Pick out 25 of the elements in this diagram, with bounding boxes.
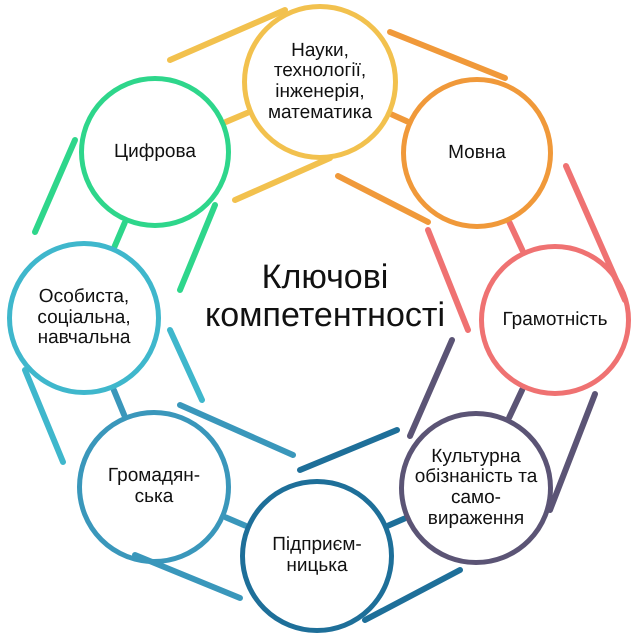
circle-node: [401, 77, 553, 229]
circle-node: [77, 410, 231, 564]
node-label: Громадян- ська: [106, 466, 202, 508]
circle-node: [79, 76, 231, 228]
connector-dash: [222, 514, 248, 529]
center-title: Ключові компетентності: [204, 258, 446, 334]
node-label: Особиста, соціальна, навчальна: [36, 287, 132, 349]
connector-dash: [386, 516, 408, 528]
node-label: Грамотність: [501, 310, 609, 330]
node-label: Цифрова: [113, 142, 197, 162]
connector-dash: [506, 386, 526, 420]
node-label: Культурна обізнаність та само- вираження: [414, 446, 538, 530]
connector-dash: [110, 387, 128, 418]
connector-dash: [388, 112, 410, 124]
circle-node: [399, 411, 553, 565]
node-label: Мовна: [447, 142, 507, 164]
circle-node: [479, 244, 631, 396]
node-label: Науки, технології, інженерія, математика: [266, 40, 374, 124]
node-label: Підприєм- ницька: [271, 535, 363, 577]
circle-node: [242, 4, 398, 160]
circle-node: [7, 241, 161, 395]
connector-dash: [222, 110, 250, 125]
circle-node: [240, 479, 394, 633]
connector-dash: [112, 220, 128, 250]
connector-dash: [506, 220, 526, 254]
